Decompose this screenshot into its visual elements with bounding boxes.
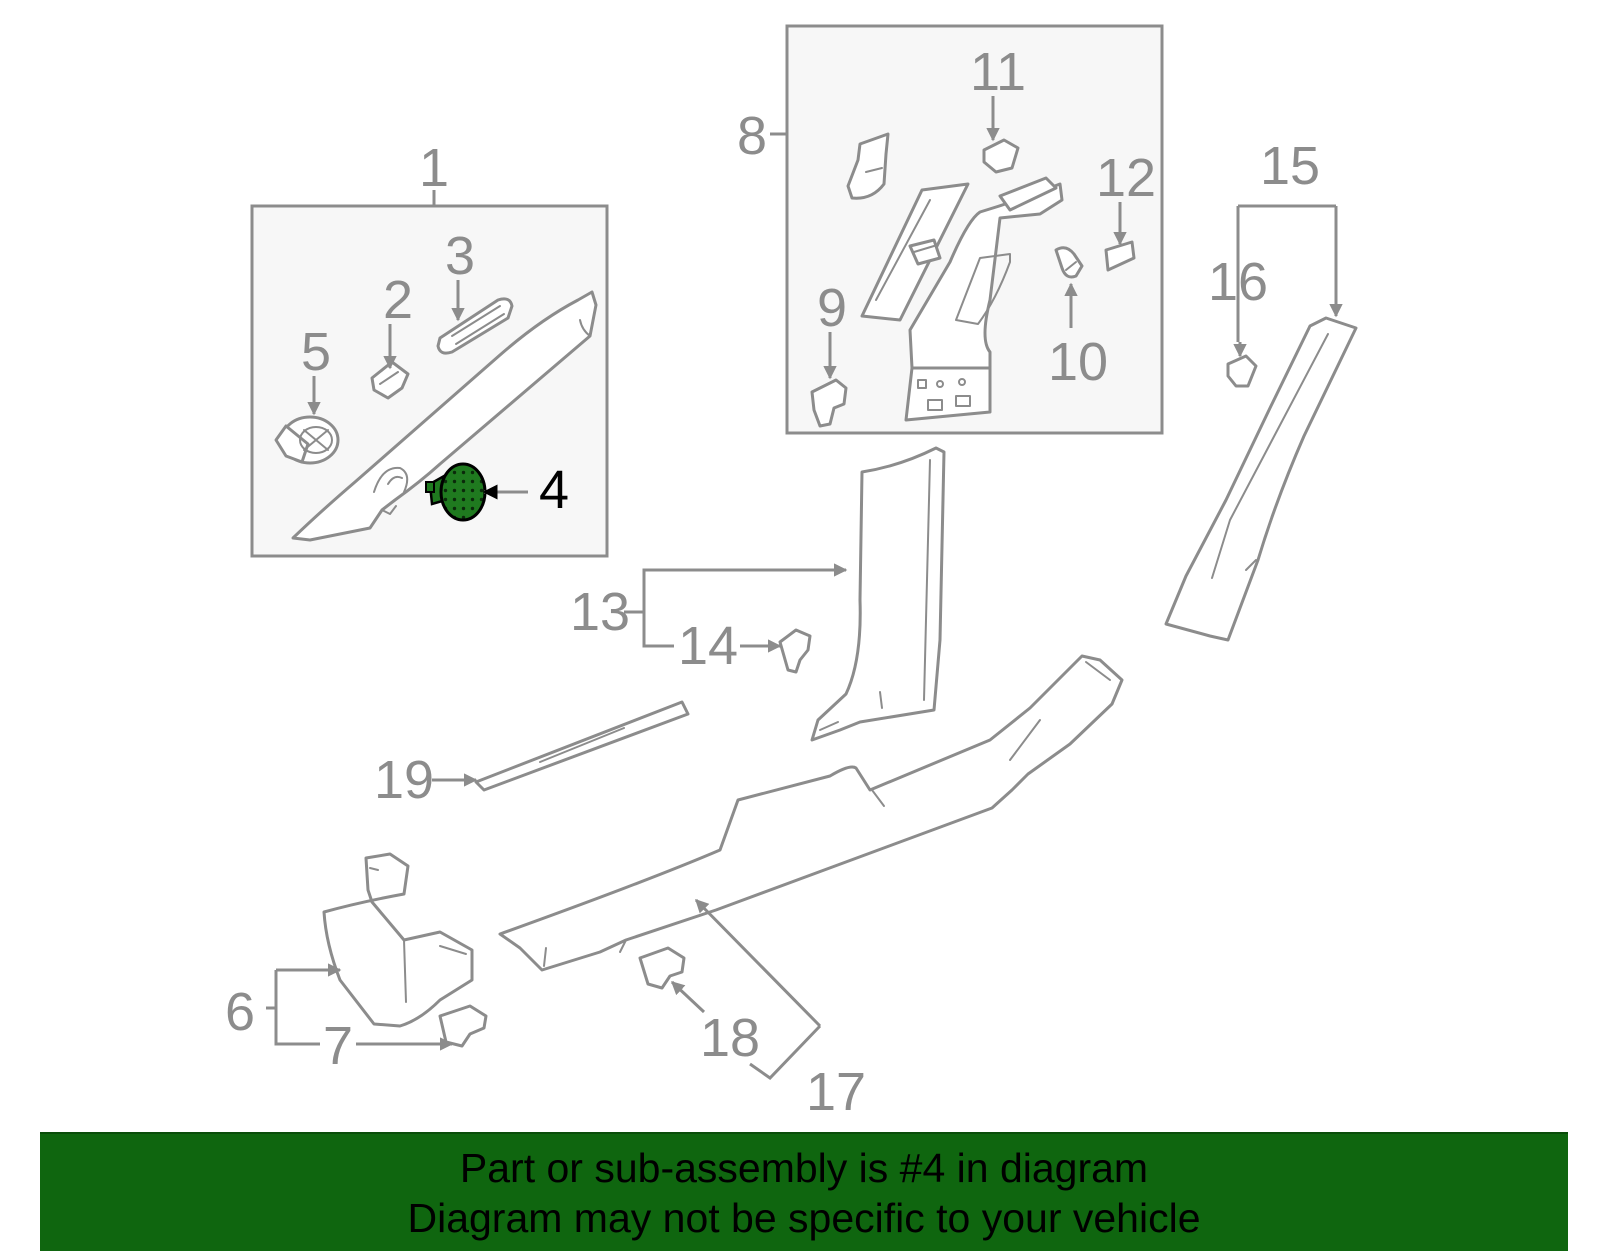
handle-part-3 <box>436 297 514 355</box>
callout-8: 8 <box>737 106 767 166</box>
group-box-1 <box>250 204 609 558</box>
push-pin-part-10 <box>1054 246 1084 279</box>
clip-part-14 <box>778 628 812 674</box>
info-banner: Part or sub-assembly is #4 in diagram Di… <box>40 1132 1568 1251</box>
callout-5: 5 <box>301 322 331 382</box>
callout-1: 1 <box>419 138 449 198</box>
callout-12: 12 <box>1096 148 1156 208</box>
callout-9: 9 <box>817 278 847 338</box>
callout-6: 6 <box>225 982 255 1042</box>
callout-10: 10 <box>1048 332 1108 392</box>
clip-part-8-top <box>846 132 890 200</box>
banner-line-disclaimer: Diagram may not be specific to your vehi… <box>407 1194 1201 1241</box>
c-pillar-trim <box>1164 316 1358 642</box>
callout-13: 13 <box>570 582 630 642</box>
clip-part-16 <box>1226 354 1258 388</box>
callout-17: 17 <box>806 1062 866 1122</box>
kick-panel <box>322 852 474 1028</box>
leader-lines <box>266 96 1343 1080</box>
clip-part-11 <box>982 138 1020 174</box>
callout-18: 18 <box>700 1008 760 1068</box>
callout-2: 2 <box>383 270 413 330</box>
callout-15: 15 <box>1260 136 1320 196</box>
sill-plate <box>474 700 690 792</box>
callout-14: 14 <box>678 616 738 676</box>
banner-line-part: Part or sub-assembly is #4 in diagram <box>459 1144 1149 1191</box>
a-pillar-trim <box>291 290 598 542</box>
clip-part-7 <box>438 1004 488 1048</box>
clip-part-18 <box>638 946 686 990</box>
b-pillar-upper-trim <box>860 176 1064 422</box>
callout-11: 11 <box>970 42 1026 102</box>
clip-part-9 <box>810 378 848 428</box>
callout-3: 3 <box>445 226 475 286</box>
rocker-trim <box>498 654 1124 972</box>
callout-19: 19 <box>374 750 434 810</box>
speaker-part-5 <box>274 415 340 465</box>
callout-16: 16 <box>1208 252 1268 312</box>
callout-7: 7 <box>323 1016 353 1076</box>
b-pillar-lower-trim <box>810 446 946 742</box>
callout-4: 4 <box>539 460 569 520</box>
